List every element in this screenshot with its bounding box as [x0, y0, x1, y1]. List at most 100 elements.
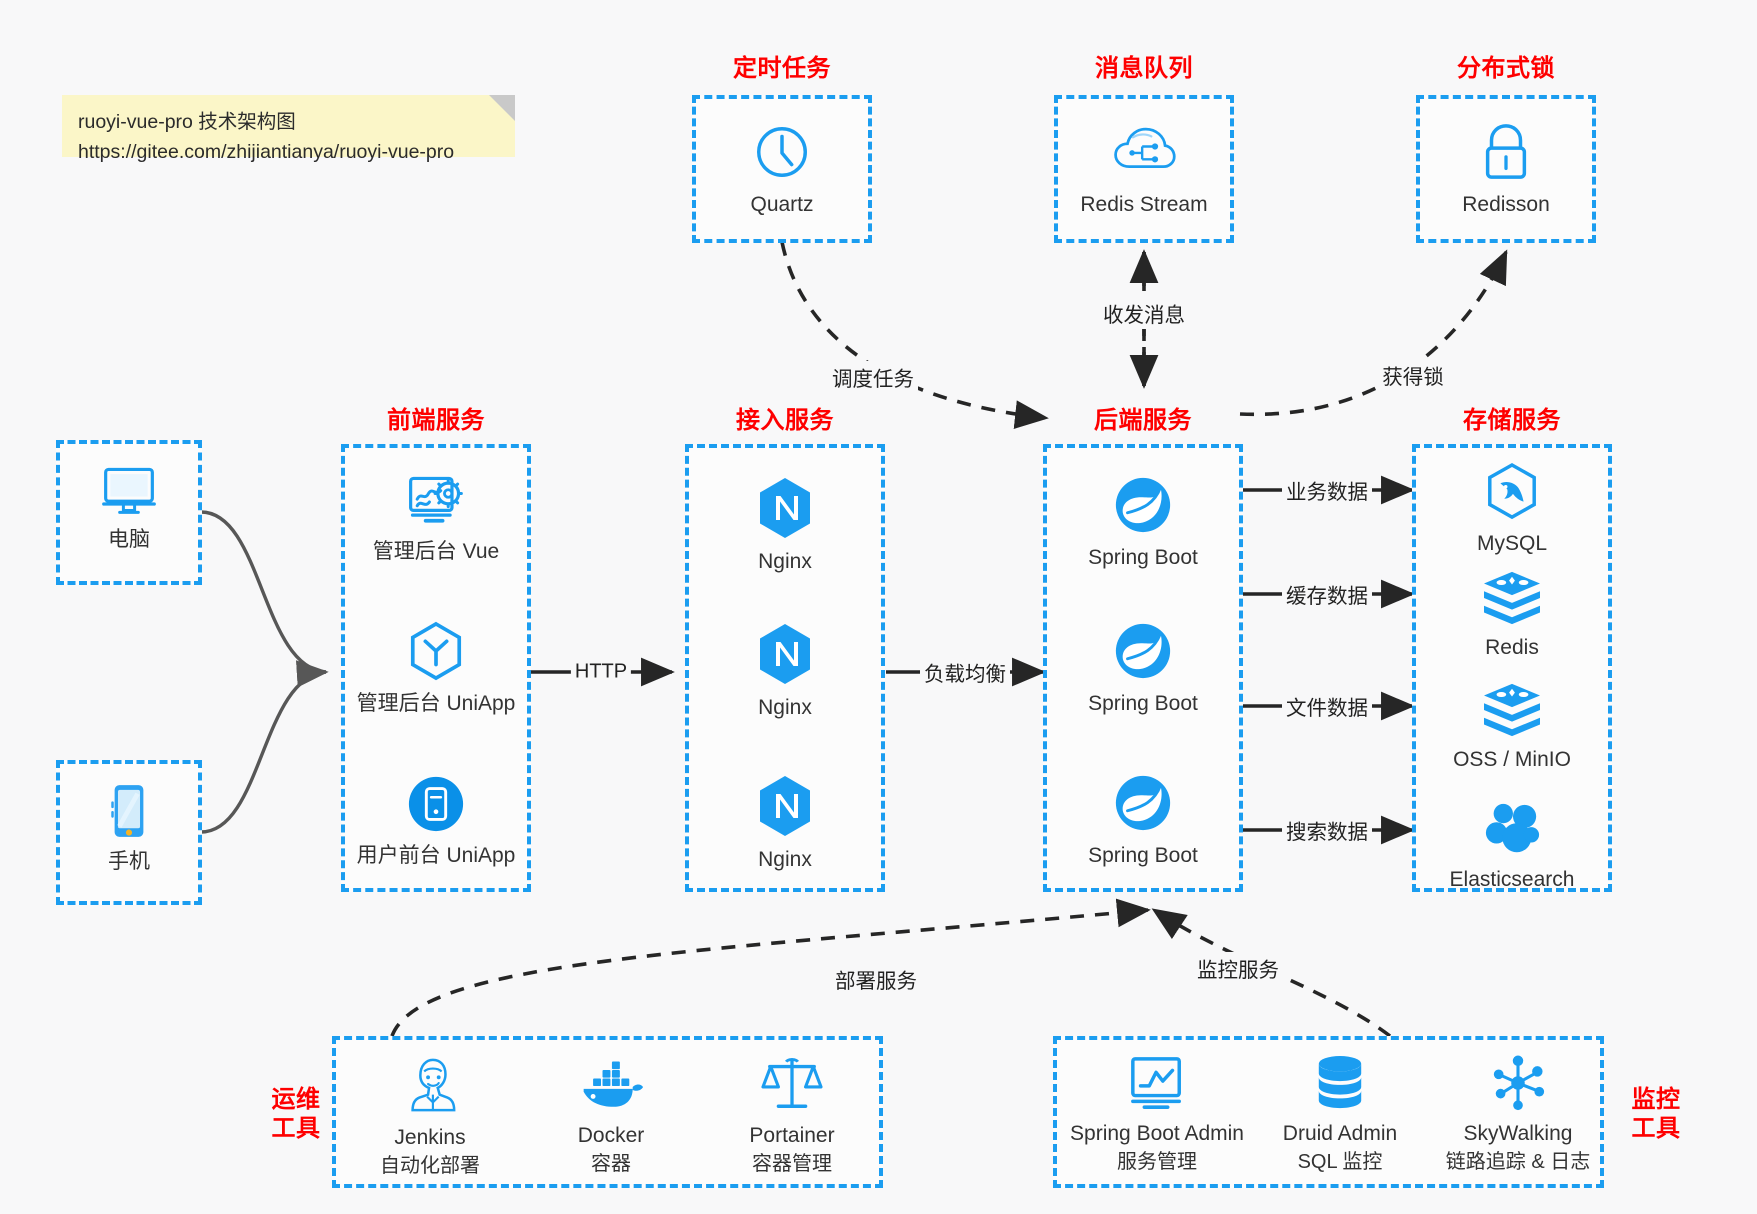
- node-computer[interactable]: 电脑: [60, 462, 198, 554]
- edge-label-file-data: 文件数据: [1282, 690, 1372, 722]
- node-spring-boot-1[interactable]: Spring Boot: [1047, 474, 1239, 572]
- node-label-admin-vue: 管理后台 Vue: [372, 540, 500, 563]
- box-ops-tools[interactable]: Jenkins 自动化部署 Docker 容器: [332, 1036, 883, 1188]
- spring-boot-icon: [1115, 477, 1171, 533]
- redis-stack-icon: [1484, 571, 1540, 625]
- edge-label-acquire-lock: 获得锁: [1378, 359, 1448, 391]
- group-heading-message-queue: 消息队列: [1095, 55, 1193, 82]
- node-spring-boot-3[interactable]: Spring Boot: [1047, 772, 1239, 870]
- node-label-spring-boot-3: Spring Boot: [1088, 844, 1198, 867]
- mysql-icon: [1488, 462, 1536, 520]
- monitor-desc-spring-boot-admin: 服务管理: [1117, 1150, 1197, 1173]
- box-scheduled-task[interactable]: Quartz: [692, 95, 872, 243]
- node-nginx-2[interactable]: Nginx: [689, 622, 881, 722]
- node-redis-stream[interactable]: Redis Stream: [1058, 121, 1230, 219]
- group-heading-gateway-service: 接入服务: [736, 407, 834, 434]
- node-label-quartz: Quartz: [750, 193, 814, 216]
- ops-name-portainer: Portainer: [749, 1124, 835, 1147]
- ops-item-portainer[interactable]: Portainer 容器管理: [704, 1054, 880, 1177]
- node-label-admin-uniapp: 管理后台 UniApp: [356, 692, 516, 715]
- ops-item-jenkins[interactable]: Jenkins 自动化部署: [342, 1054, 518, 1179]
- node-redisson[interactable]: Redisson: [1420, 121, 1592, 219]
- box-computer[interactable]: 电脑: [56, 440, 202, 585]
- monitor-desc-druid-admin: SQL 监控: [1297, 1150, 1383, 1173]
- node-oss-minio[interactable]: OSS / MinIO: [1416, 682, 1608, 774]
- box-message-queue[interactable]: Redis Stream: [1054, 95, 1234, 243]
- edge-label-http: HTTP: [570, 659, 632, 685]
- box-gateway-service[interactable]: Nginx Nginx Nginx: [685, 444, 885, 892]
- monitor-desc-skywalking: 链路追踪 & 日志: [1445, 1150, 1591, 1173]
- box-frontend-service[interactable]: 管理后台 Vue 管理后台 UniApp 用户前台 UniApp: [341, 444, 531, 892]
- node-admin-uniapp[interactable]: 管理后台 UniApp: [345, 620, 527, 718]
- monitor-item-druid-admin[interactable]: Druid Admin SQL 监控: [1260, 1054, 1420, 1175]
- cloud-stream-icon: [1114, 127, 1176, 169]
- node-label-redis: Redis: [1485, 636, 1539, 659]
- group-heading-backend-service: 后端服务: [1094, 407, 1192, 434]
- node-label-redisson: Redisson: [1462, 193, 1550, 216]
- note-line-2: https://gitee.com/zhijiantianya/ruoyi-vu…: [78, 141, 455, 164]
- note-fold-corner: [489, 95, 515, 121]
- title-note: ruoyi-vue-pro 技术架构图 https://gitee.com/zh…: [62, 95, 515, 163]
- mobile-app-icon: [408, 776, 464, 832]
- edge-label-deploy-service: 部署服务: [831, 963, 921, 995]
- note-line-1: ruoyi-vue-pro 技术架构图: [78, 111, 296, 133]
- object-storage-stack-icon: [1484, 683, 1540, 737]
- node-nginx-3[interactable]: Nginx: [689, 774, 881, 874]
- node-user-uniapp[interactable]: 用户前台 UniApp: [345, 774, 527, 870]
- desktop-computer-icon: [102, 467, 156, 514]
- node-spring-boot-2[interactable]: Spring Boot: [1047, 620, 1239, 718]
- monitor-name-druid-admin: Druid Admin: [1282, 1122, 1398, 1145]
- ops-desc-portainer: 容器管理: [752, 1152, 832, 1175]
- docker-icon: [583, 1061, 644, 1107]
- edge-label-cache-data: 缓存数据: [1282, 578, 1372, 610]
- node-label-elasticsearch: Elasticsearch: [1449, 868, 1575, 891]
- monitor-name-spring-boot-admin: Spring Boot Admin: [1070, 1122, 1244, 1145]
- monitor-tools-line-2: 工具: [1631, 1115, 1681, 1143]
- box-distributed-lock[interactable]: Redisson: [1416, 95, 1596, 243]
- portainer-icon: [761, 1058, 823, 1108]
- ops-tools-line-1: 运维: [271, 1086, 321, 1113]
- node-label-nginx-2: Nginx: [758, 696, 812, 719]
- node-quartz[interactable]: Quartz: [696, 121, 868, 219]
- nginx-icon: [760, 478, 810, 538]
- lock-icon: [1485, 124, 1527, 179]
- group-heading-storage-service: 存储服务: [1463, 407, 1561, 434]
- node-label-nginx-3: Nginx: [758, 848, 812, 871]
- uniapp-hexagon-icon: [410, 621, 462, 681]
- node-admin-vue[interactable]: 管理后台 Vue: [345, 472, 527, 566]
- node-label-computer: 电脑: [108, 528, 150, 551]
- box-monitor-tools[interactable]: Spring Boot Admin 服务管理 Druid Admin SQL 监…: [1053, 1036, 1604, 1188]
- skywalking-icon: [1493, 1055, 1545, 1111]
- node-nginx-1[interactable]: Nginx: [689, 476, 881, 576]
- node-label-oss-minio: OSS / MinIO: [1453, 748, 1571, 771]
- monitor-item-spring-boot-admin[interactable]: Spring Boot Admin 服务管理: [1057, 1054, 1257, 1175]
- group-heading-frontend-service: 前端服务: [387, 407, 485, 434]
- ops-name-jenkins: Jenkins: [394, 1126, 466, 1149]
- jenkins-icon: [411, 1058, 456, 1112]
- group-heading-monitor-tools: 监控 工具: [1616, 1085, 1696, 1144]
- node-phone[interactable]: 手机: [60, 782, 198, 876]
- box-storage-service[interactable]: MySQL Redis OSS / MinIO: [1412, 444, 1612, 892]
- edge-label-schedule-task: 调度任务: [828, 361, 918, 393]
- group-heading-ops-tools: 运维 工具: [256, 1085, 336, 1144]
- monitor-name-skywalking: SkyWalking: [1463, 1122, 1573, 1145]
- ops-desc-docker: 容器: [591, 1152, 631, 1175]
- node-mysql[interactable]: MySQL: [1416, 462, 1608, 558]
- monitor-item-skywalking[interactable]: SkyWalking 链路追踪 & 日志: [1423, 1054, 1613, 1175]
- node-label-nginx-1: Nginx: [758, 550, 812, 573]
- node-label-user-uniapp: 用户前台 UniApp: [356, 844, 516, 867]
- box-backend-service[interactable]: Spring Boot Spring Boot Spring Boot: [1043, 444, 1243, 892]
- clock-icon: [757, 127, 807, 177]
- ops-item-docker[interactable]: Docker 容器: [523, 1060, 699, 1177]
- ops-desc-jenkins: 自动化部署: [380, 1154, 480, 1177]
- nginx-icon: [760, 776, 810, 836]
- node-label-phone: 手机: [108, 850, 150, 873]
- nginx-icon: [760, 624, 810, 684]
- node-redis[interactable]: Redis: [1416, 570, 1608, 662]
- box-phone[interactable]: 手机: [56, 760, 202, 905]
- monitor-tools-line-1: 监控: [1631, 1086, 1681, 1113]
- node-elasticsearch[interactable]: Elasticsearch: [1416, 800, 1608, 894]
- ops-name-docker: Docker: [577, 1124, 645, 1147]
- edge-label-monitor-service: 监控服务: [1193, 952, 1283, 984]
- dashboard-settings-icon: [409, 476, 463, 523]
